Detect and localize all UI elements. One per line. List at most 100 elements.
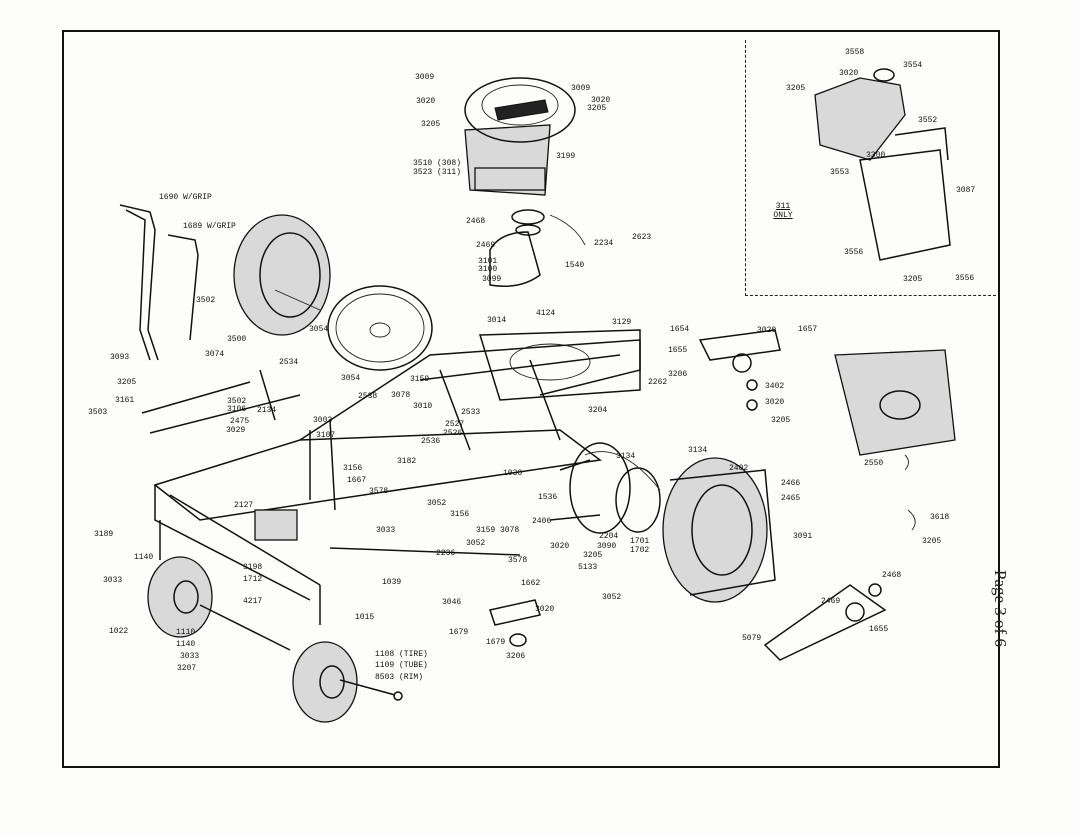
label-3009: 3009 (415, 73, 435, 82)
label-2538: 2538 (358, 392, 378, 401)
label-3206: 3206 (668, 370, 688, 379)
label-3020: 3020 (765, 398, 785, 407)
label-3206: 3206 (506, 652, 526, 661)
label-3205: 3205 (771, 416, 791, 425)
label-3156: 3156 (450, 510, 470, 519)
idler-bracket (698, 329, 781, 411)
label-3556: 3556 (844, 248, 864, 257)
label-1679: 1679 (486, 638, 506, 647)
label-2475: 2475 (230, 417, 250, 426)
label-2526: 2526 (443, 429, 463, 438)
label-3033: 3033 (180, 652, 200, 661)
label-1657: 1657 (798, 325, 818, 334)
label-3161: 3161 (115, 396, 135, 405)
label-2468: 2468 (882, 571, 902, 580)
steering-handles (119, 204, 199, 361)
label-4217: 4217 (243, 597, 263, 606)
label-3578: 3578 (508, 556, 528, 565)
label-1662: 1662 (521, 579, 541, 588)
label-3618: 3618 (930, 513, 950, 522)
label-3189: 3189 (94, 530, 114, 539)
label-3558: 3558 (845, 48, 865, 57)
label-3020: 3020 (535, 605, 555, 614)
label-3205: 3205 (583, 551, 603, 560)
label-2236: 2236 (436, 549, 456, 558)
label-3159: 3159 (476, 526, 496, 535)
front-axle-wheels (147, 520, 403, 723)
lower-bracket (489, 599, 541, 647)
label-2262: 2262 (648, 378, 668, 387)
label-2469: 2469 (821, 597, 841, 606)
label-3502: 3502 (227, 397, 247, 406)
label-3182: 3182 (397, 457, 417, 466)
label-3054: 3054 (309, 325, 329, 334)
label-8503: 8503 (RIM) (375, 673, 424, 682)
label-3552: 3552 (918, 116, 938, 125)
label-2534: 2534 (279, 358, 299, 367)
label-3205: 3205 (117, 378, 137, 387)
label-3159: 3159 (410, 375, 430, 384)
label-3402: 3402 (765, 382, 785, 391)
label-3199: 3199 (556, 152, 576, 161)
engine (464, 77, 576, 196)
label-3087: 3087 (956, 186, 976, 195)
label-3052: 3052 (466, 539, 486, 548)
label-3134: 3134 (688, 446, 708, 455)
label-1022: 1022 (109, 627, 129, 636)
label-3578: 3578 (369, 487, 389, 496)
fuel-tank (814, 68, 951, 261)
label-3554: 3554 (903, 61, 923, 70)
label-1039: 1039 (382, 578, 402, 587)
label-2234: 2234 (594, 239, 614, 248)
main-frame (153, 339, 641, 601)
label-1140: 1140 (134, 553, 154, 562)
drive-pulley (274, 285, 433, 371)
label-3074: 3074 (205, 350, 225, 359)
label-3502: 3502 (196, 296, 216, 305)
transmission (834, 349, 956, 456)
label-3503: 3503 (88, 408, 108, 417)
label-3054: 3054 (341, 374, 361, 383)
label-3205: 3205 (903, 275, 923, 284)
label-3106: 3106 (227, 405, 247, 414)
label-3156: 3156 (343, 464, 363, 473)
label-2533: 2533 (461, 408, 481, 417)
label-1701: 1701 (630, 537, 650, 546)
label-1655: 1655 (869, 625, 889, 634)
label-4124: 4124 (536, 309, 556, 318)
label-2550: 2550 (864, 459, 884, 468)
label-3052: 3052 (427, 499, 447, 508)
label-1140: 1140 (176, 640, 196, 649)
right-drive-wheel (662, 457, 776, 603)
label-3205: 3205 (922, 537, 942, 546)
label-3523: 3523 (311) (413, 168, 462, 177)
label-3107: 3107 (316, 431, 336, 440)
label-3510: 3510 (308) (413, 159, 462, 168)
label-3003: 3003 (313, 416, 333, 425)
diagram-frame (62, 30, 1000, 768)
label-3020: 3020 (757, 326, 777, 335)
label-1679: 1679 (449, 628, 469, 637)
label-2406: 2406 (532, 517, 552, 526)
label-2623: 2623 (632, 233, 652, 242)
label-2127: 2127 (234, 501, 254, 510)
label-3033: 3033 (376, 526, 396, 535)
seat-plate (478, 329, 641, 401)
page-number: Page 3 of 6 (991, 570, 1010, 647)
label-5079: 5079 (742, 634, 762, 643)
belt-pulleys (763, 454, 916, 661)
label-2465: 2465 (781, 494, 801, 503)
label-3100: 3100 (478, 265, 498, 274)
label-1712: 1712 (243, 575, 263, 584)
label-1015: 1015 (355, 613, 375, 622)
label-2469: 2469 (476, 241, 496, 250)
label-2204: 2204 (599, 532, 619, 541)
label-5133: 5133 (578, 563, 598, 572)
label-3020: 3020 (591, 96, 611, 105)
label-3052: 3052 (602, 593, 622, 602)
label-3553: 3553 (830, 168, 850, 177)
label-2134: 2134 (257, 406, 277, 415)
label-3205: 3205 (587, 104, 607, 113)
